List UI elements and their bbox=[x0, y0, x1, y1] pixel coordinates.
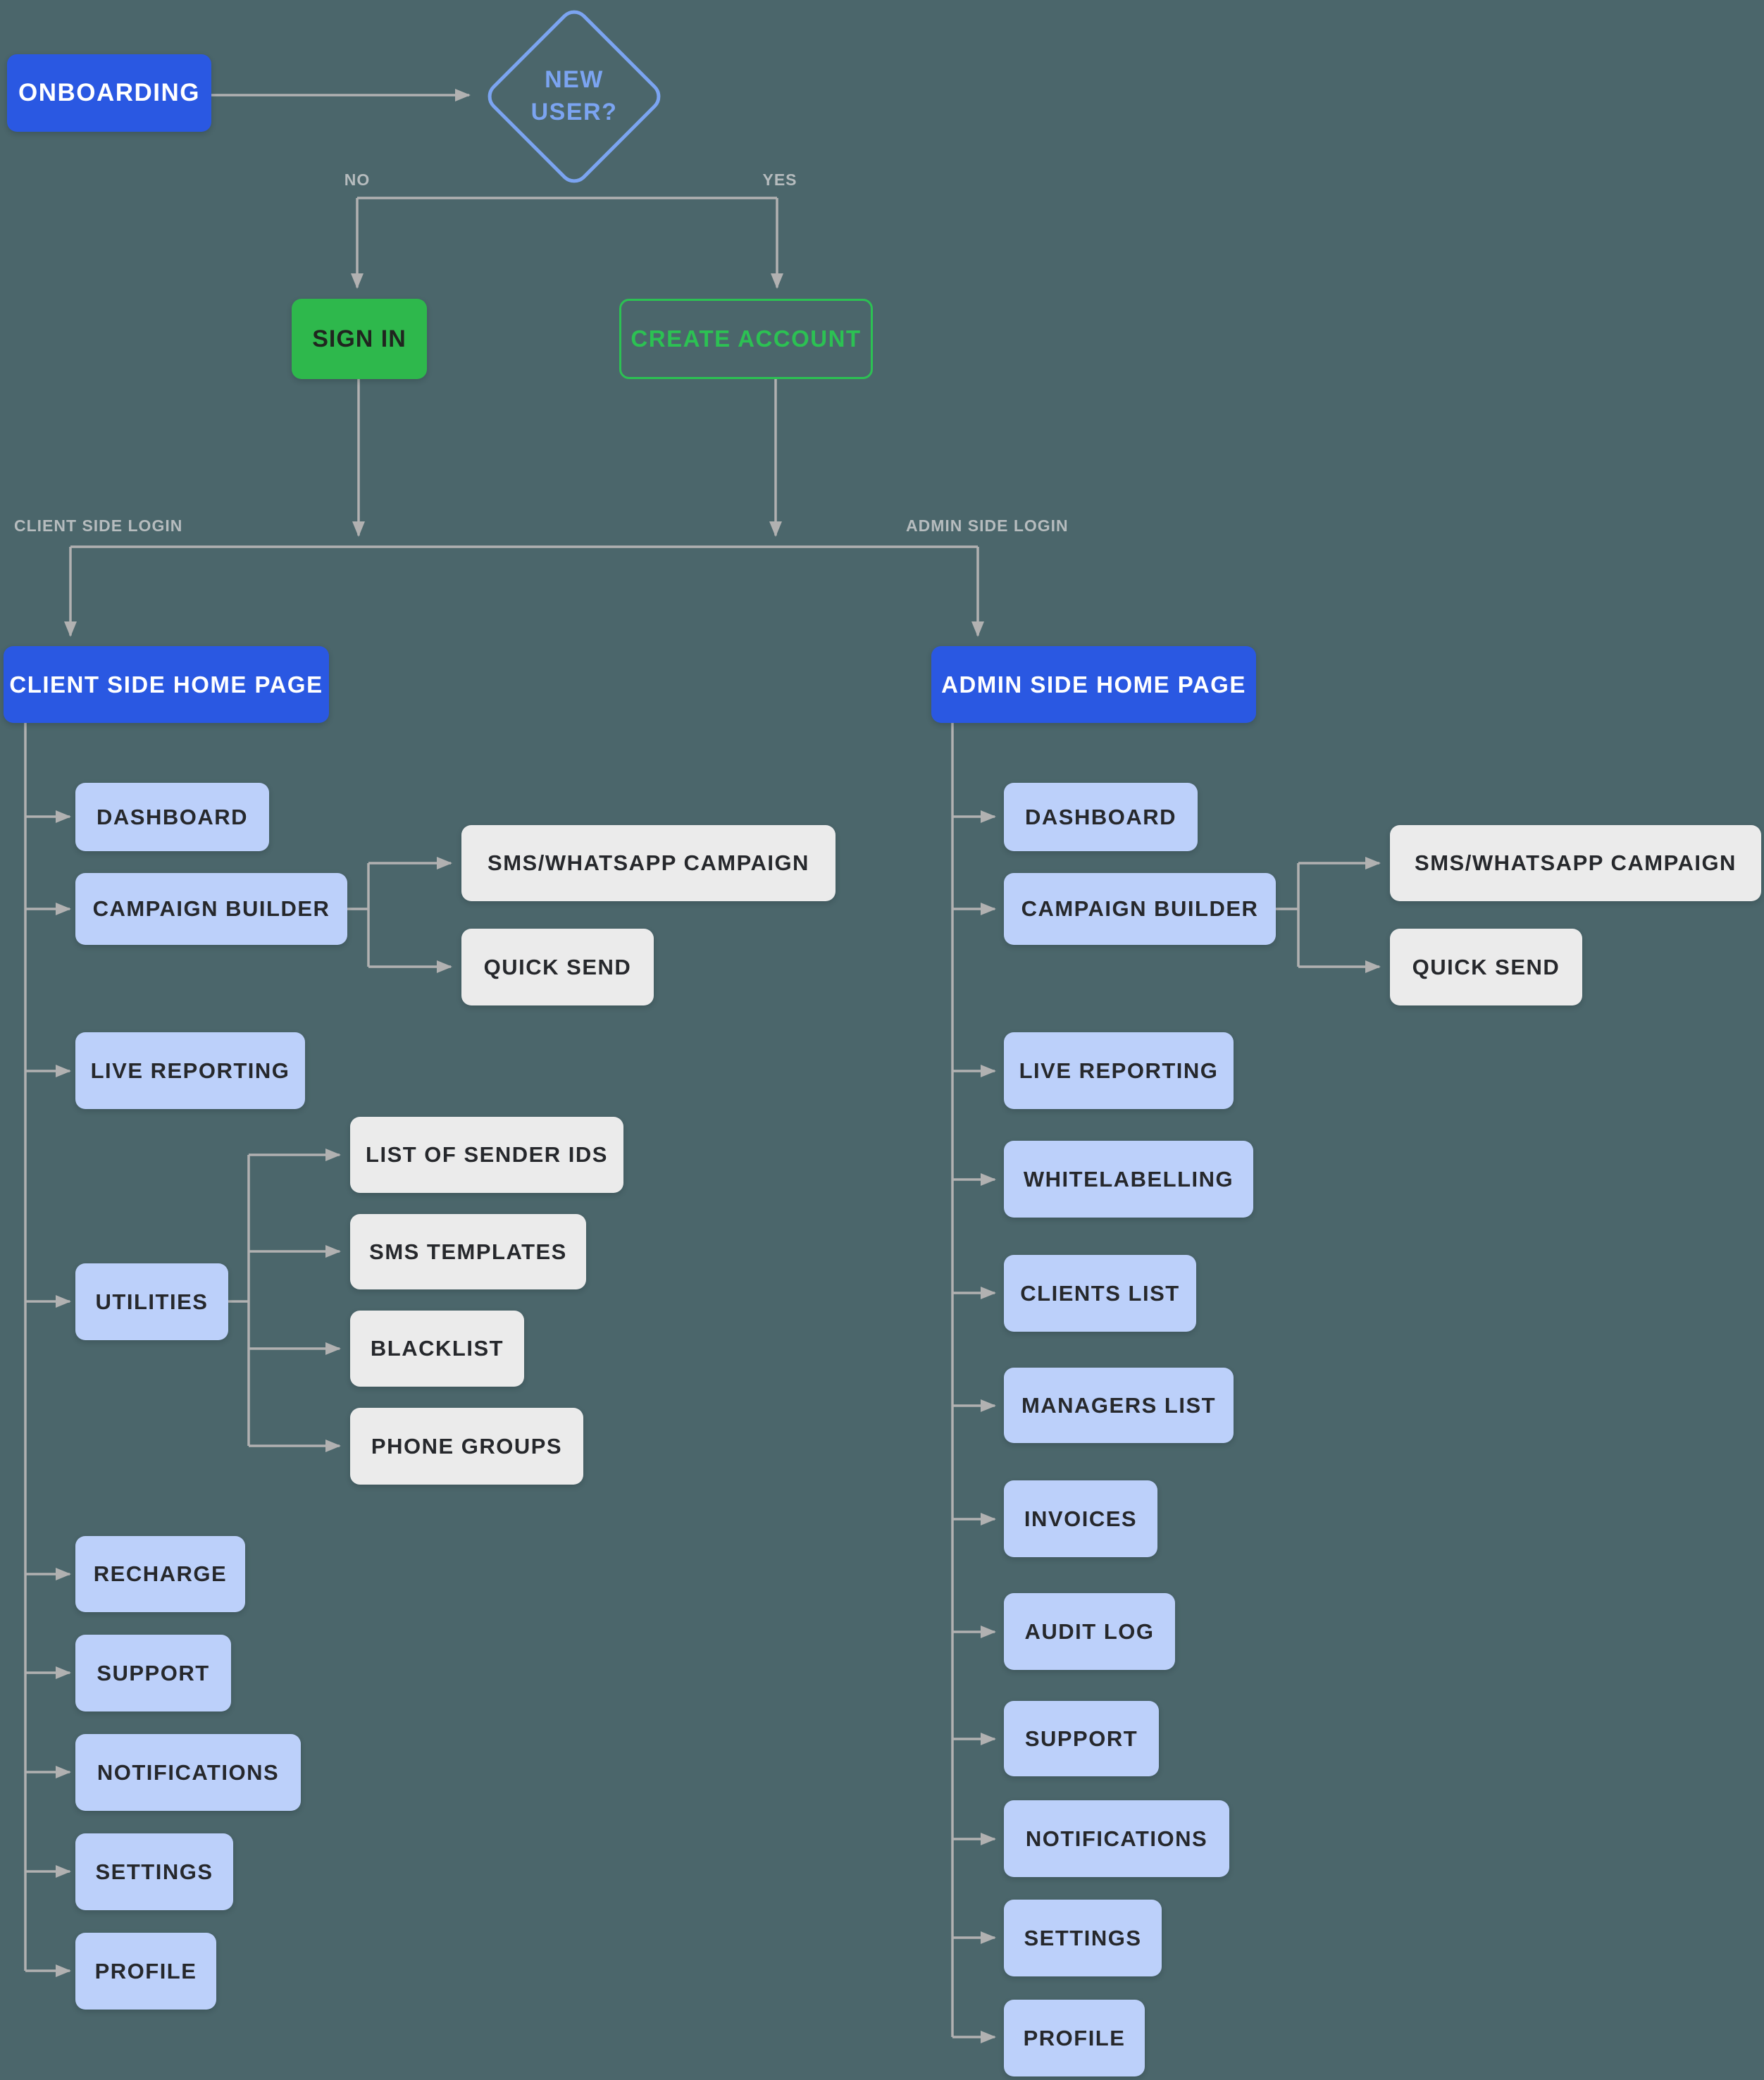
node-admin-quick-send-label: QUICK SEND bbox=[1412, 954, 1560, 979]
node-admin-audit-log[interactable]: AUDIT LOG bbox=[1004, 1593, 1175, 1670]
node-admin-notifications[interactable]: NOTIFICATIONS bbox=[1004, 1800, 1229, 1877]
node-client-home-page[interactable]: CLIENT SIDE HOME PAGE bbox=[4, 646, 329, 723]
node-client-sms-whatsapp-campaign[interactable]: SMS/WHATSAPP CAMPAIGN bbox=[461, 825, 836, 901]
node-sign-in-label: SIGN IN bbox=[312, 325, 406, 352]
node-admin-settings-label: SETTINGS bbox=[1024, 1925, 1142, 1950]
node-client-sms-whatsapp-campaign-label: SMS/WHATSAPP CAMPAIGN bbox=[487, 850, 809, 875]
node-client-quick-send[interactable]: QUICK SEND bbox=[461, 929, 654, 1005]
node-admin-live-reporting[interactable]: LIVE REPORTING bbox=[1004, 1032, 1234, 1109]
node-admin-profile[interactable]: PROFILE bbox=[1004, 2000, 1145, 2076]
node-client-support-label: SUPPORT bbox=[97, 1660, 210, 1685]
node-create-account[interactable]: CREATE ACCOUNT bbox=[619, 299, 873, 379]
node-admin-live-reporting-label: LIVE REPORTING bbox=[1019, 1058, 1219, 1083]
node-sign-in[interactable]: SIGN IN bbox=[292, 299, 427, 379]
node-client-campaign-builder-label: CAMPAIGN BUILDER bbox=[92, 896, 330, 921]
node-admin-clients-list-label: CLIENTS LIST bbox=[1020, 1280, 1180, 1306]
node-admin-campaign-builder[interactable]: CAMPAIGN BUILDER bbox=[1004, 873, 1276, 945]
node-client-live-reporting-label: LIVE REPORTING bbox=[90, 1058, 290, 1083]
node-admin-notifications-label: NOTIFICATIONS bbox=[1025, 1826, 1208, 1851]
node-client-sms-templates[interactable]: SMS TEMPLATES bbox=[350, 1214, 586, 1289]
edge-label-admin-side-login: ADMIN SIDE LOGIN bbox=[906, 516, 1069, 535]
node-client-home-page-label: CLIENT SIDE HOME PAGE bbox=[9, 671, 323, 698]
node-admin-support[interactable]: SUPPORT bbox=[1004, 1701, 1159, 1776]
new-user-line2: USER? bbox=[530, 99, 618, 125]
new-user-line1: NEW bbox=[545, 66, 604, 94]
node-admin-campaign-builder-label: CAMPAIGN BUILDER bbox=[1021, 896, 1259, 921]
node-client-dashboard-label: DASHBOARD bbox=[97, 804, 248, 829]
node-client-recharge[interactable]: RECHARGE bbox=[75, 1536, 245, 1612]
node-create-account-label: CREATE ACCOUNT bbox=[631, 326, 862, 352]
node-admin-invoices-label: INVOICES bbox=[1024, 1506, 1138, 1531]
node-admin-sms-whatsapp-campaign[interactable]: SMS/WHATSAPP CAMPAIGN bbox=[1390, 825, 1761, 901]
node-admin-support-label: SUPPORT bbox=[1024, 1726, 1138, 1751]
node-client-phone-groups[interactable]: PHONE GROUPS bbox=[350, 1408, 583, 1485]
node-client-recharge-label: RECHARGE bbox=[93, 1561, 228, 1586]
node-client-settings-label: SETTINGS bbox=[95, 1859, 213, 1884]
node-admin-managers-list[interactable]: MANAGERS LIST bbox=[1004, 1368, 1234, 1443]
connector-group bbox=[24, 89, 1381, 2043]
node-client-campaign-builder[interactable]: CAMPAIGN BUILDER bbox=[75, 873, 347, 945]
node-client-sms-templates-label: SMS TEMPLATES bbox=[369, 1239, 567, 1264]
node-client-live-reporting[interactable]: LIVE REPORTING bbox=[75, 1032, 305, 1109]
node-admin-invoices[interactable]: INVOICES bbox=[1004, 1480, 1157, 1557]
node-admin-home-page[interactable]: ADMIN SIDE HOME PAGE bbox=[931, 646, 1256, 723]
node-admin-home-page-label: ADMIN SIDE HOME PAGE bbox=[941, 671, 1246, 698]
node-client-notifications[interactable]: NOTIFICATIONS bbox=[75, 1734, 301, 1811]
node-admin-sms-whatsapp-campaign-label: SMS/WHATSAPP CAMPAIGN bbox=[1415, 850, 1737, 875]
node-client-dashboard[interactable]: DASHBOARD bbox=[75, 783, 269, 851]
node-client-utilities[interactable]: UTILITIES bbox=[75, 1263, 228, 1340]
node-client-utilities-label: UTILITIES bbox=[95, 1289, 209, 1314]
node-admin-whitelabelling[interactable]: WHITELABELLING bbox=[1004, 1141, 1253, 1218]
node-client-profile[interactable]: PROFILE bbox=[75, 1933, 216, 2010]
edge-label-client-side-login: CLIENT SIDE LOGIN bbox=[14, 516, 183, 535]
node-client-phone-groups-label: PHONE GROUPS bbox=[371, 1433, 563, 1459]
node-onboarding[interactable]: ONBOARDING bbox=[7, 54, 211, 132]
node-client-blacklist-label: BLACKLIST bbox=[370, 1336, 504, 1361]
node-admin-audit-log-label: AUDIT LOG bbox=[1024, 1618, 1155, 1644]
node-admin-whitelabelling-label: WHITELABELLING bbox=[1023, 1166, 1234, 1191]
node-client-profile-label: PROFILE bbox=[94, 1958, 197, 1983]
node-admin-profile-label: PROFILE bbox=[1023, 2025, 1126, 2050]
node-admin-dashboard[interactable]: DASHBOARD bbox=[1004, 783, 1198, 851]
edge-label-no: NO bbox=[344, 171, 371, 189]
node-client-quick-send-label: QUICK SEND bbox=[483, 954, 632, 979]
node-client-blacklist[interactable]: BLACKLIST bbox=[350, 1311, 524, 1387]
node-admin-dashboard-label: DASHBOARD bbox=[1025, 804, 1176, 829]
node-admin-clients-list[interactable]: CLIENTS LIST bbox=[1004, 1255, 1196, 1332]
node-admin-quick-send[interactable]: QUICK SEND bbox=[1390, 929, 1582, 1005]
node-client-settings[interactable]: SETTINGS bbox=[75, 1833, 233, 1910]
node-admin-managers-list-label: MANAGERS LIST bbox=[1021, 1392, 1217, 1418]
node-client-list-of-sender-ids-label: LIST OF SENDER IDS bbox=[366, 1142, 608, 1167]
node-new-user-decision-label: NEW USER? bbox=[509, 31, 640, 162]
edge-label-yes: YES bbox=[762, 171, 797, 189]
node-client-support[interactable]: SUPPORT bbox=[75, 1635, 231, 1711]
node-client-notifications-label: NOTIFICATIONS bbox=[97, 1759, 280, 1785]
node-admin-settings[interactable]: SETTINGS bbox=[1004, 1900, 1162, 1976]
node-onboarding-label: ONBOARDING bbox=[18, 79, 201, 106]
node-client-list-of-sender-ids[interactable]: LIST OF SENDER IDS bbox=[350, 1117, 623, 1193]
